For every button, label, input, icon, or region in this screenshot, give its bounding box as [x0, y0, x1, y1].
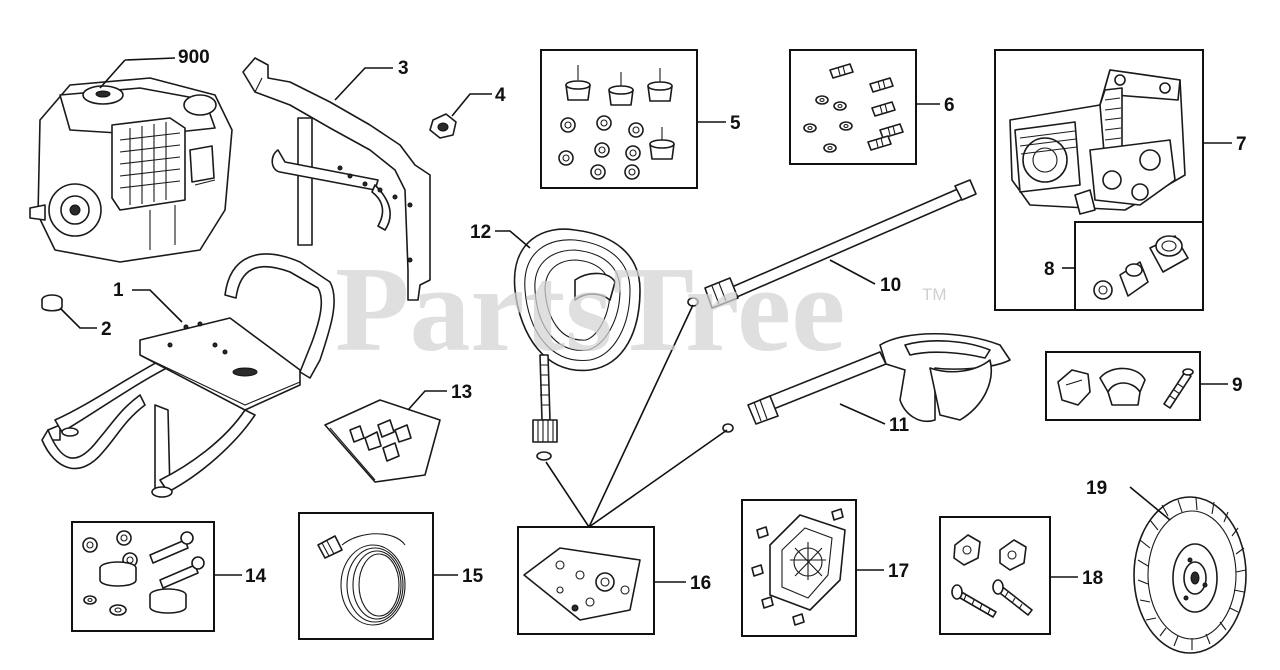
part-5-vibration-mounts[interactable]	[558, 65, 675, 180]
part-7-pump[interactable]	[1009, 69, 1186, 215]
part-17-box	[741, 499, 857, 637]
callout-13[interactable]: 13	[451, 382, 472, 403]
part-10-spray-gun[interactable]	[722, 332, 1011, 433]
part-17-plate-kit[interactable]	[751, 508, 846, 626]
callout-8[interactable]: 8	[1044, 259, 1055, 280]
part-6-box	[789, 49, 917, 165]
callout-1[interactable]: 1	[113, 280, 124, 301]
part-15-hose-kit[interactable]	[317, 533, 406, 626]
callout-10[interactable]: 11	[889, 415, 910, 436]
part-4-nut[interactable]	[429, 113, 457, 139]
part-2-cap[interactable]	[41, 294, 63, 312]
part-16-box	[517, 526, 655, 635]
part-18-box	[939, 516, 1051, 635]
part-8-box	[1074, 221, 1203, 310]
callout-19[interactable]: 19	[1086, 478, 1107, 499]
part-11-wand[interactable]	[687, 179, 977, 309]
callout-18[interactable]: 18	[1082, 568, 1103, 589]
part-1-frame[interactable]	[41, 253, 335, 498]
callout-6[interactable]: 6	[944, 95, 955, 116]
callout-4[interactable]: 4	[495, 85, 506, 106]
part-6-bolt-kit[interactable]	[803, 63, 904, 153]
part-19-wheel[interactable]	[1133, 496, 1247, 654]
callout-2[interactable]: 2	[101, 319, 112, 340]
part-9-clip-kit[interactable]	[1057, 367, 1194, 409]
part-5-box	[540, 49, 698, 189]
part-9-box	[1045, 351, 1201, 421]
part-3-handle[interactable]	[242, 57, 431, 301]
callout-17[interactable]: 17	[888, 561, 909, 582]
part-900-engine[interactable]	[29, 77, 233, 263]
callout-3[interactable]: 3	[398, 58, 409, 79]
part-8-valve-kit[interactable]	[1093, 235, 1189, 300]
part-16-o-ring-kit[interactable]	[523, 547, 641, 621]
callout-5[interactable]: 5	[730, 113, 741, 134]
callout-9[interactable]: 9	[1232, 375, 1243, 396]
callout-15[interactable]: 15	[462, 566, 484, 587]
callout-11[interactable]: 10	[880, 275, 901, 296]
watermark-trademark: TM	[922, 285, 947, 304]
callout-12[interactable]: 12	[470, 222, 491, 243]
part-15-box	[298, 512, 434, 640]
callout-7[interactable]: 7	[1236, 134, 1247, 155]
watermark-logo: PartsTree	[335, 242, 845, 377]
part-13-nozzle-kit[interactable]	[324, 399, 441, 483]
callout-16[interactable]: 16	[690, 573, 711, 594]
callout-900[interactable]: 900	[178, 47, 210, 68]
part-14-box	[71, 521, 215, 632]
part-14-hardware-kit[interactable]	[82, 530, 205, 616]
callout-14[interactable]: 14	[245, 566, 267, 587]
part-18-knob-kit[interactable]	[951, 534, 1033, 618]
part-7-box	[994, 49, 1204, 311]
part-12-hose[interactable]	[513, 228, 641, 461]
